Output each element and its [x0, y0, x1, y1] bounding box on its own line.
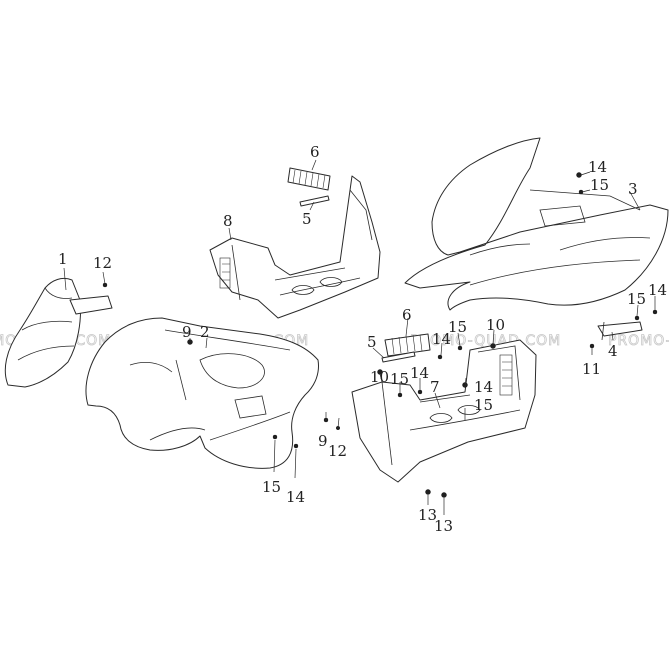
label-4: 4 — [608, 342, 618, 360]
label-15-right: 15 — [474, 396, 493, 414]
part-8-left-footwell[interactable] — [209, 175, 381, 319]
label-9-lower: 9 — [318, 432, 328, 450]
fastener-14-peg — [437, 354, 443, 360]
fastener-15-front — [272, 434, 278, 440]
fastener-15-lower — [397, 392, 403, 398]
label-15-lower: 15 — [390, 370, 409, 388]
label-6-lower: 6 — [402, 306, 412, 324]
label-15-front: 15 — [262, 478, 281, 496]
label-14-right: 14 — [474, 378, 493, 396]
label-6-upper: 6 — [310, 143, 320, 161]
label-15-peg: 15 — [448, 318, 467, 336]
fastener-15-peg — [457, 345, 463, 351]
label-15-bracket: 15 — [627, 290, 646, 308]
fastener-14-front — [293, 443, 299, 449]
label-3: 3 — [628, 180, 638, 198]
watermark-group: PROMO-QUAD.COM PROMO-QUAD.COM PROMO-QUAD… — [0, 333, 669, 350]
part-2-front-body-panel[interactable] — [85, 317, 319, 469]
label-14-peg: 14 — [432, 330, 451, 348]
part-4-rear-bracket[interactable] — [597, 321, 643, 341]
label-5-upper: 5 — [302, 210, 312, 228]
fastener-13-right — [441, 492, 447, 498]
part-1-front-nose-cover[interactable] — [4, 277, 81, 388]
label-15-rear: 15 — [590, 176, 609, 194]
fastener-15-bracket — [634, 315, 640, 321]
label-1: 1 — [58, 250, 68, 268]
label-14-lower: 14 — [410, 364, 429, 382]
label-12-front: 12 — [93, 254, 112, 272]
label-5-lower: 5 — [367, 333, 377, 351]
label-12-lower: 12 — [328, 442, 347, 460]
part-6-left-footpeg[interactable] — [287, 167, 331, 191]
fastener-14-bracket — [652, 309, 658, 315]
part-numbers: 1 12 8 6 5 9 2 9 12 15 14 14 15 3 15 14 … — [58, 143, 667, 535]
label-10-lower: 10 — [370, 368, 389, 386]
label-14-rear: 14 — [588, 158, 607, 176]
label-14-front: 14 — [286, 488, 305, 506]
label-13-right: 13 — [434, 517, 453, 535]
label-9-front: 9 — [182, 323, 192, 341]
fastener-11 — [589, 343, 595, 349]
label-10-upper: 10 — [486, 316, 505, 334]
part-7-right-footwell[interactable] — [351, 339, 537, 483]
part-5-left-footpeg-pin[interactable] — [299, 195, 330, 207]
label-8: 8 — [223, 212, 233, 230]
label-7: 7 — [430, 378, 440, 396]
part-6-right-footpeg[interactable] — [384, 333, 431, 357]
label-13-left: 13 — [418, 506, 437, 524]
watermark-right: PROMO-QUAD.COM — [608, 333, 669, 349]
label-14-bracket: 14 — [648, 281, 667, 299]
part-5-right-footpeg-pin[interactable] — [381, 351, 416, 363]
part-3-rear-fender[interactable] — [404, 137, 669, 311]
fastener-14-lower — [417, 389, 423, 395]
label-2: 2 — [200, 323, 210, 341]
part-12-front-bracket[interactable] — [69, 295, 113, 315]
fastener-10-upper — [490, 343, 496, 349]
leader-lines — [63, 159, 656, 515]
fastener-13-left — [425, 489, 431, 495]
label-11: 11 — [582, 360, 601, 378]
fastener-14-rear — [576, 172, 582, 178]
